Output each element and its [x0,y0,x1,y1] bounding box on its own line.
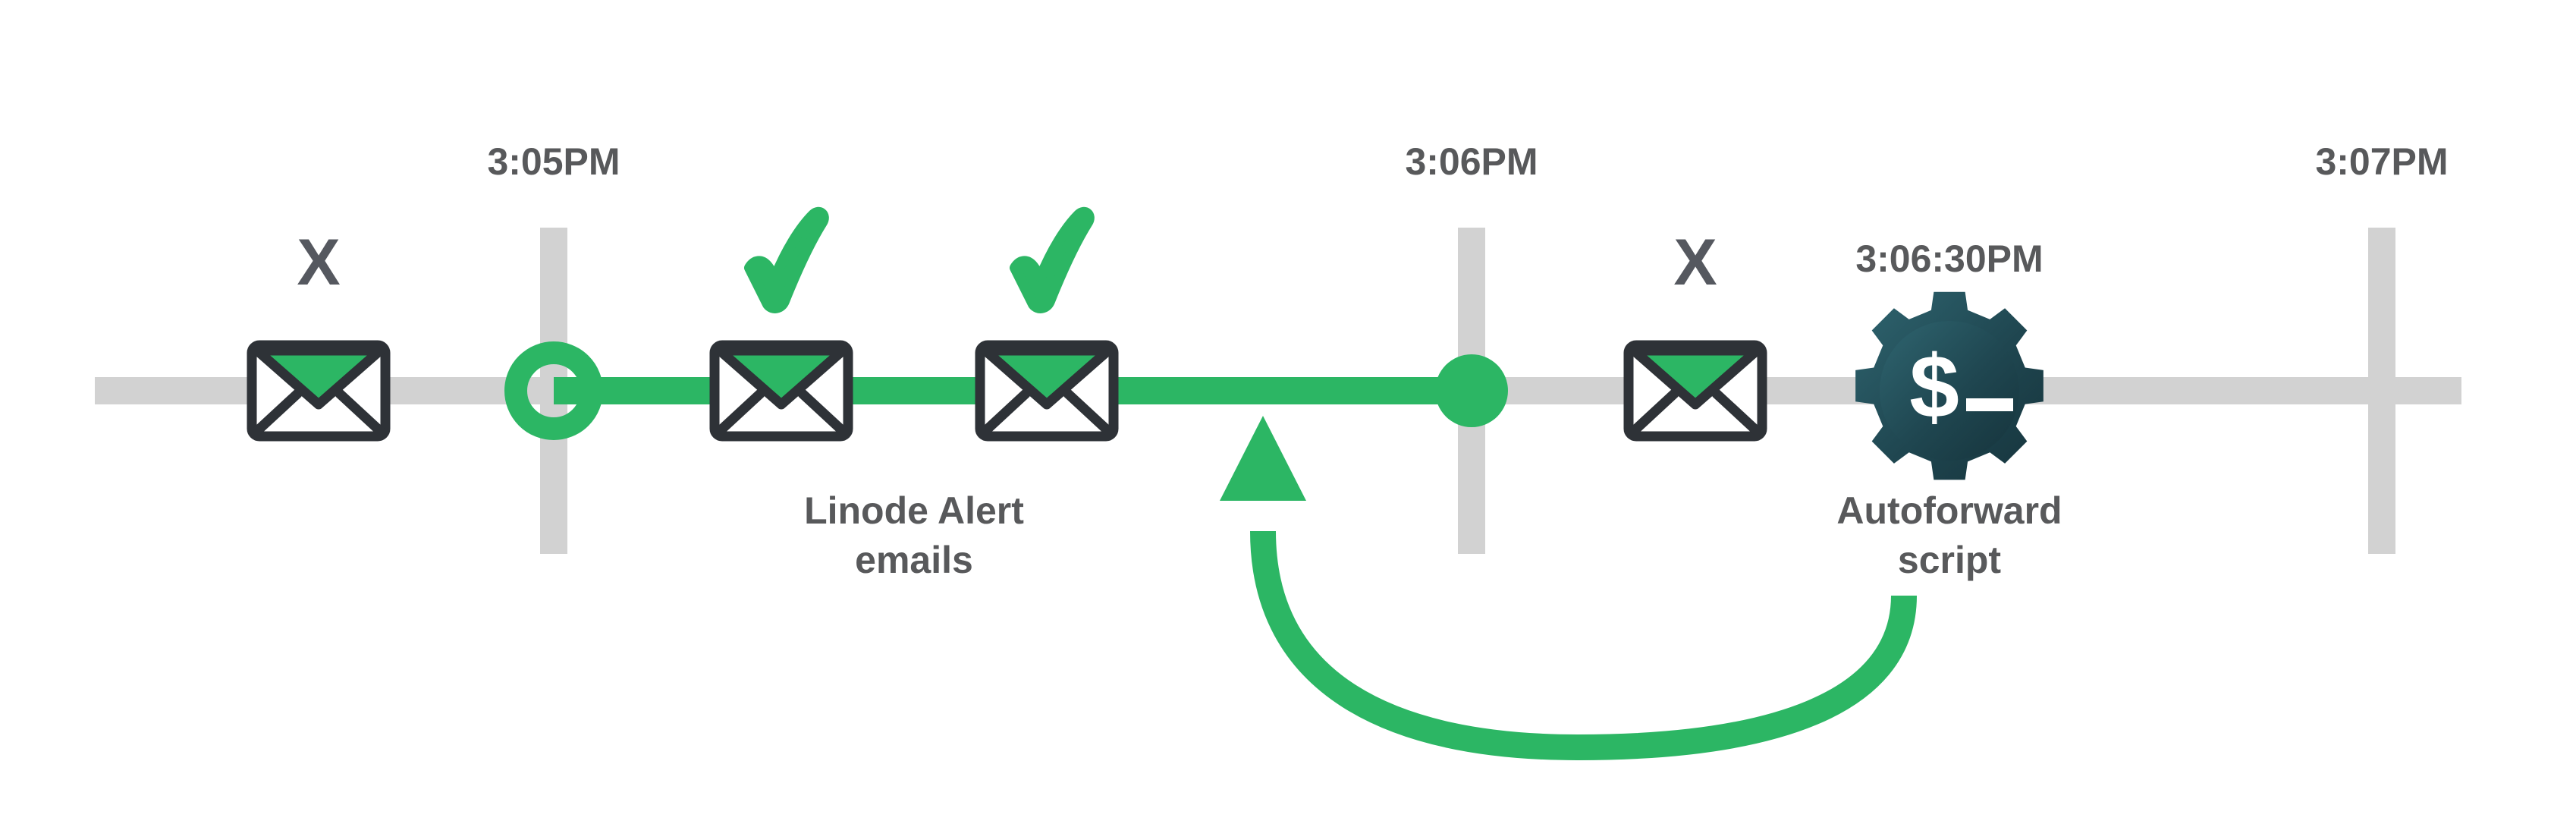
gear-time-label: 3:06:30PM [1855,237,2043,280]
tick-label-307: 3:07PM [2315,140,2448,183]
autoforward-label-line1: Autoforward [1836,489,2062,532]
hollow-circle-node-start [504,341,603,440]
tick-mark-307 [2368,228,2395,554]
envelope-icon-3 [975,340,1119,442]
envelope-icon-4 [1623,340,1767,442]
linode-alert-label-line2: emails [855,539,973,581]
x-mark-icon-1: X [297,226,340,299]
check-icon-2 [1010,206,1095,313]
check-icon-1 [744,206,829,313]
gear-dash-glyph [1966,398,2013,411]
envelope-icon-2 [709,340,853,442]
autoforward-feedback-arrow [1220,416,1917,761]
linode-alert-label-line1: Linode Alert [804,489,1024,532]
tick-label-306: 3:06PM [1405,140,1538,183]
arrowhead-icon [1220,416,1306,501]
gear-dollar-glyph: $ [1909,337,1959,437]
envelope-icon-1 [247,340,391,442]
solid-circle-node-end [1435,354,1508,427]
gear-icon: $ [1855,291,2044,480]
x-mark-icon-2: X [1673,226,1717,299]
tick-label-305: 3:05PM [487,140,620,183]
autoforward-label-line2: script [1898,539,2002,581]
